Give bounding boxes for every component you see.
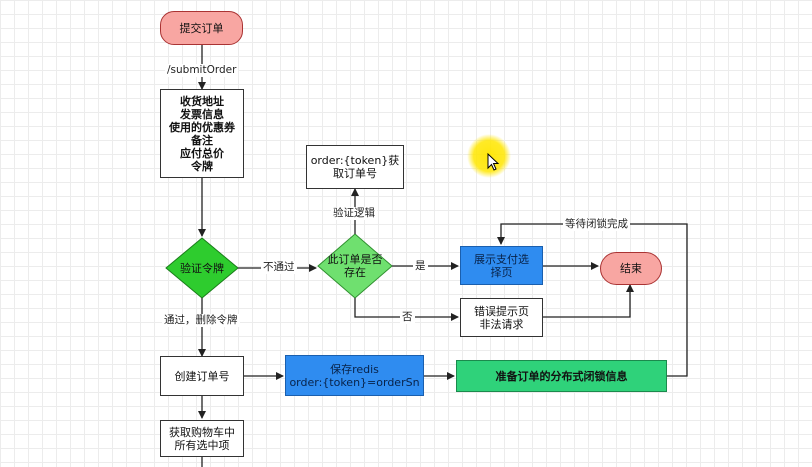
edge-label-wait-lock: 等待闭锁完成 xyxy=(563,218,630,231)
edge-lock-to-showpay xyxy=(497,223,688,377)
edge-check-to-error xyxy=(354,298,459,321)
get-order-no-node: order:{token}获 取订单号 xyxy=(306,145,404,189)
get-cart-node: 获取购物车中 所有选中项 xyxy=(160,420,244,457)
create-order-node: 创建订单号 xyxy=(160,356,244,396)
end-node: 结束 xyxy=(600,252,662,285)
show-pay-node: 展示支付选 择页 xyxy=(460,246,543,285)
order-info-node: 收货地址 发票信息 使用的优惠券 备注 应付总价 令牌 xyxy=(160,89,244,178)
edge-label-submit: /submitOrder xyxy=(165,64,239,77)
edge-label-yes: 是 xyxy=(413,260,428,273)
save-redis-node: 保存redis order:{token}=orderSn xyxy=(285,355,424,396)
edge-error-to-end xyxy=(543,284,634,318)
edge-label-pass-delete: 通过，删除令牌 xyxy=(162,314,240,327)
mouse-cursor-icon xyxy=(487,152,500,171)
order-check-label: 此订单是否 存在 xyxy=(327,253,383,279)
prepare-lock-node: 准备订单的分布式闭锁信息 xyxy=(456,360,667,392)
start-node: 提交订单 xyxy=(160,11,243,45)
edge-label-verify-logic: 验证逻辑 xyxy=(331,207,377,220)
edge-label-fail: 不通过 xyxy=(261,261,297,274)
edge-label-no: 否 xyxy=(400,311,415,324)
error-page-node: 错误提示页 非法请求 xyxy=(460,298,543,337)
verify-token-label: 验证令牌 xyxy=(180,262,224,275)
